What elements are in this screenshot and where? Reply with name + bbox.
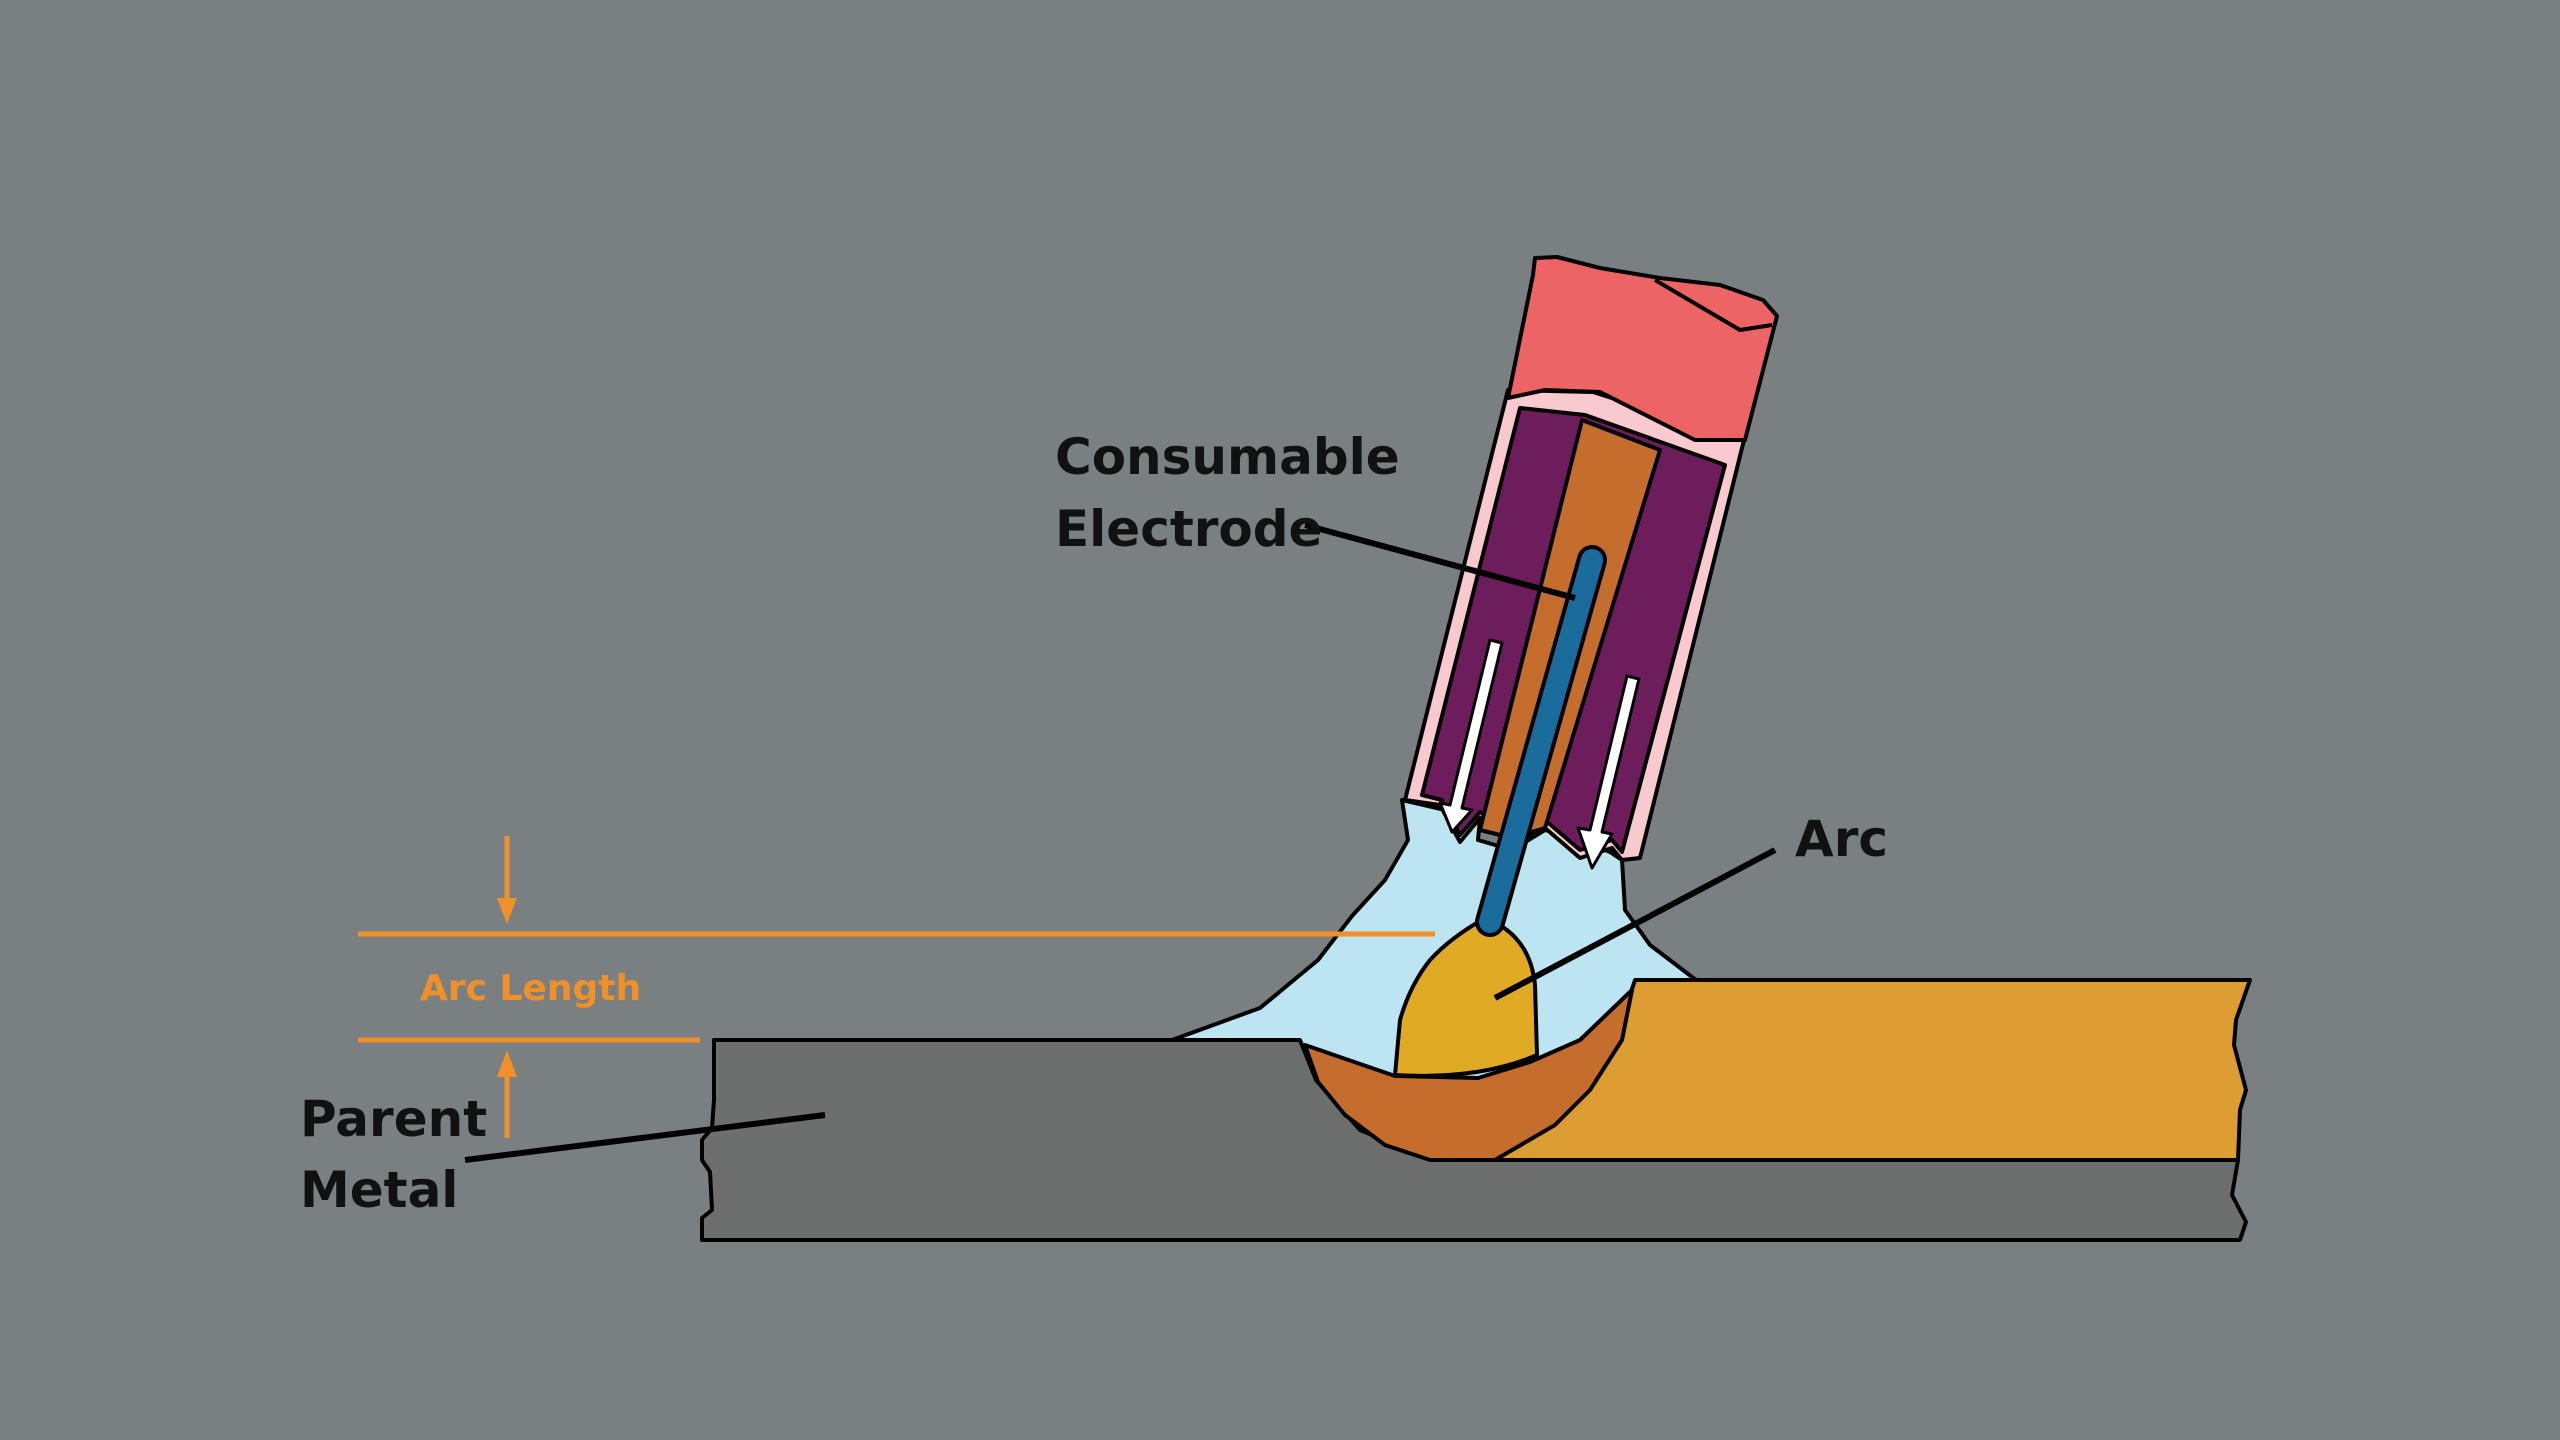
arc-length-label: Arc Length	[420, 968, 641, 1009]
electrode-wire-fill	[1479, 549, 1603, 933]
up-arrow-icon	[497, 1050, 517, 1138]
down-arrow-icon	[497, 836, 517, 924]
arc-leader-line	[1493, 847, 1777, 1001]
gas-flow-arrow-icon	[1438, 638, 1504, 834]
parent-metal-leader-line	[464, 1112, 826, 1163]
electrode-label-line-2: Electrode	[1055, 500, 1322, 558]
electrode-label-line-1: Consumable	[1055, 428, 1400, 486]
arc	[1393, 916, 1539, 1078]
gas-flow-arrow-icon	[1576, 674, 1641, 870]
nozzle-cap	[1506, 255, 1779, 442]
parent-metal-label-line-2: Metal	[300, 1161, 458, 1219]
weld-pool	[1303, 988, 1634, 1162]
arc-label: Arc	[1795, 810, 1888, 868]
electrode-leader-line	[1304, 522, 1576, 601]
parent-metal-label-line-1: Parent	[300, 1090, 487, 1148]
nozzle-cap-edge	[1653, 278, 1773, 333]
